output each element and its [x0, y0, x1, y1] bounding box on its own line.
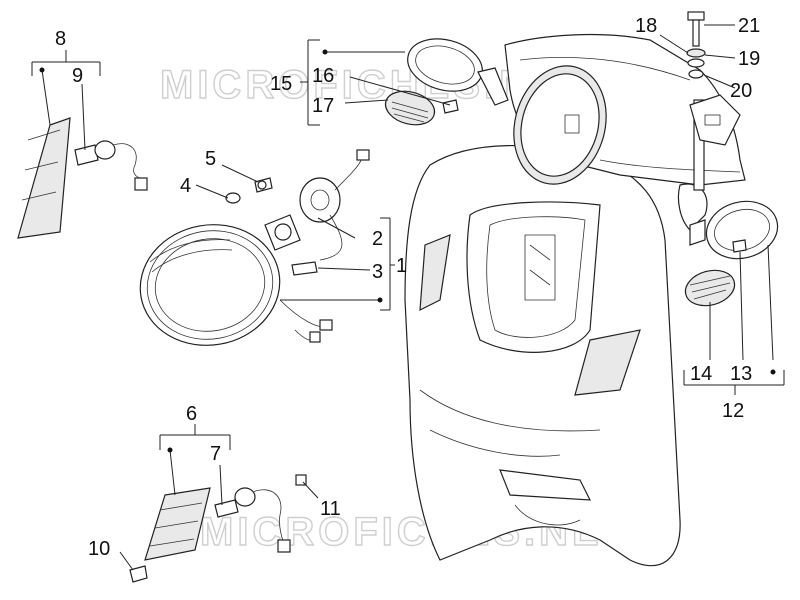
callout-3: 3: [372, 261, 383, 283]
callout-16: 16: [312, 65, 334, 87]
callout-numbers: 8 9 5 4 2 3 1 6 7 10 11 15 16 17 18 21 1…: [55, 15, 760, 560]
callout-12: 12: [722, 400, 744, 422]
screw-washer-stack: [686, 11, 706, 79]
callout-9: 9: [72, 65, 83, 87]
callout-11: 11: [320, 498, 341, 520]
callout-13: 13: [730, 363, 752, 385]
callout-4: 4: [180, 175, 191, 197]
callout-14: 14: [690, 363, 712, 385]
leader-lines: [31, 24, 785, 571]
right-side-reflector-set: [684, 200, 779, 307]
callout-20: 20: [730, 80, 752, 102]
front-turn-indicator-right: [129, 474, 307, 583]
callout-10: 10: [88, 538, 110, 560]
headlamp-assembly: [139, 149, 370, 346]
callout-19: 19: [738, 48, 760, 70]
front-turn-indicator-left: [17, 117, 148, 239]
callout-5: 5: [205, 148, 216, 170]
callout-2: 2: [372, 228, 383, 250]
left-side-reflector-set: [384, 38, 509, 126]
scooter-front-shield: [404, 33, 746, 567]
callout-8: 8: [55, 28, 66, 50]
callout-1: 1: [396, 255, 407, 277]
callout-15: 15: [270, 73, 292, 95]
callout-21: 21: [738, 15, 760, 37]
callout-6: 6: [186, 403, 197, 425]
leader-dots: [39, 49, 776, 453]
callout-18: 18: [635, 15, 657, 37]
callout-7: 7: [210, 443, 221, 465]
callout-17: 17: [312, 95, 334, 117]
